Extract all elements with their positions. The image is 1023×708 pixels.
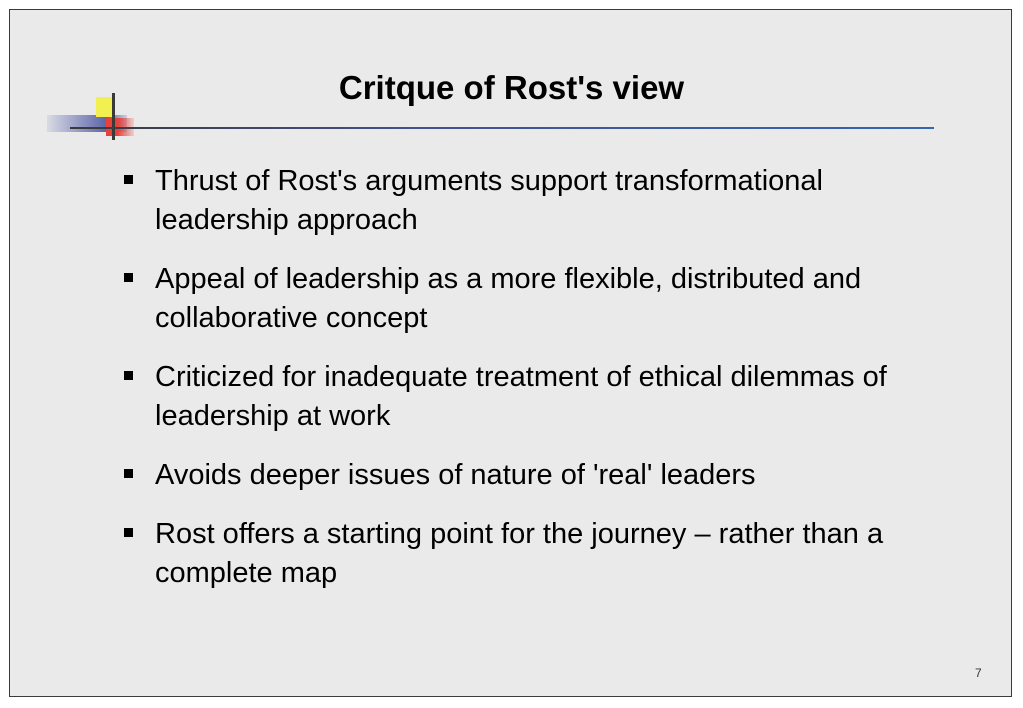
bullet-text: Rost offers a starting point for the jou…: [155, 518, 884, 589]
square-bullet-icon: [124, 371, 133, 380]
square-bullet-icon: [124, 273, 133, 282]
square-bullet-icon: [124, 175, 133, 184]
bullet-list: Thrust of Rost's arguments support trans…: [120, 162, 920, 613]
bullet-item: Avoids deeper issues of nature of 'real'…: [120, 456, 920, 495]
bullet-text: Avoids deeper issues of nature of 'real'…: [155, 459, 756, 491]
bullet-text: Criticized for inadequate treatment of e…: [155, 361, 887, 432]
logo-vertical-line: [112, 93, 115, 140]
bullet-text: Appeal of leadership as a more flexible,…: [155, 263, 862, 334]
square-bullet-icon: [124, 528, 133, 537]
square-bullet-icon: [124, 469, 133, 478]
bullet-item: Appeal of leadership as a more flexible,…: [120, 260, 920, 338]
page-number: 7: [975, 666, 982, 680]
bullet-item: Criticized for inadequate treatment of e…: [120, 358, 920, 436]
bullet-item: Thrust of Rost's arguments support trans…: [120, 162, 920, 240]
bullet-item: Rost offers a starting point for the jou…: [120, 515, 920, 593]
slide-title: Critque of Rost's view: [338, 69, 685, 106]
slide: [9, 9, 1012, 697]
bullet-text: Thrust of Rost's arguments support trans…: [155, 165, 823, 236]
logo-yellow-square: [96, 97, 114, 117]
title-underline: [70, 127, 934, 129]
